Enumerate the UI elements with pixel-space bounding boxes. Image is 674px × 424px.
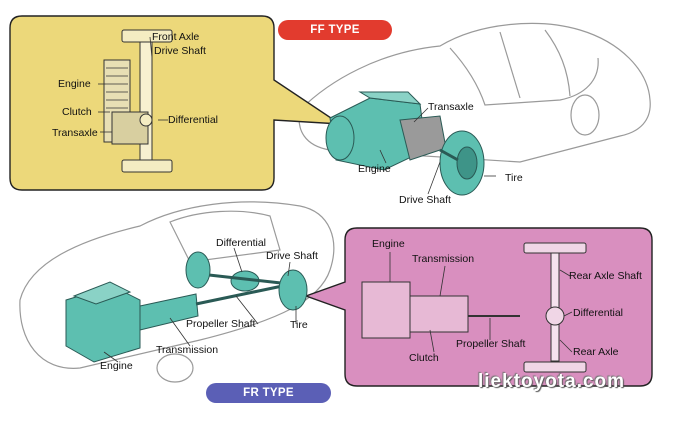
- fr-label-rear-axle-shaft: Rear Axle Shaft: [569, 270, 642, 282]
- fr-leader-lines: [389, 252, 573, 353]
- ff-car-label-drive-shaft: Drive Shaft: [399, 194, 451, 206]
- fr-callout-box: [303, 227, 653, 387]
- ff-label-engine: Engine: [58, 78, 91, 90]
- fr-car-label-transmission: Transmission: [156, 344, 219, 356]
- fr-label-clutch: Clutch: [409, 352, 439, 364]
- ff-label-drive-shaft: Drive Shaft: [154, 45, 206, 57]
- fr-label-engine: Engine: [372, 238, 405, 250]
- fr-car-label-engine: Engine: [100, 360, 133, 372]
- fr-car-label-tire: Tire: [290, 319, 308, 331]
- ff-car-label-engine: Engine: [358, 163, 391, 175]
- ff-car-label-tire: Tire: [505, 172, 523, 184]
- fr-schematic: [361, 242, 587, 373]
- ff-label-transaxle: Transaxle: [52, 127, 98, 139]
- ff-car-label-transaxle: Transaxle: [428, 101, 474, 113]
- ff-leader-lines: [98, 36, 168, 133]
- fr-drivetrain: [65, 251, 308, 363]
- fr-car-label-propeller-shaft: Propeller Shaft: [186, 318, 256, 330]
- fr-label-rear-axle: Rear Axle: [573, 346, 619, 358]
- fr-label-transmission: Transmission: [412, 253, 475, 265]
- ff-type-badge: FF TYPE: [278, 20, 392, 40]
- ff-label-front-axle: Front Axle: [152, 31, 200, 43]
- fr-car-leaders: [103, 247, 297, 363]
- fr-car-label-drive-shaft: Drive Shaft: [266, 250, 318, 262]
- ff-label-differential: Differential: [168, 114, 218, 126]
- ff-schematic: [103, 29, 173, 173]
- fr-type-badge: FR TYPE: [206, 383, 331, 403]
- fr-label-differential: Differential: [573, 307, 623, 319]
- ff-car-leaders: [379, 107, 496, 195]
- fr-label-propeller-shaft: Propeller Shaft: [456, 338, 526, 350]
- fr-car-outline: [19, 201, 335, 383]
- ff-engine-assembly: [325, 91, 485, 196]
- ff-label-clutch: Clutch: [62, 106, 92, 118]
- watermark: liektoyota.com: [478, 371, 626, 392]
- fr-car-label-differential: Differential: [216, 237, 266, 249]
- ff-callout-box: [9, 15, 343, 191]
